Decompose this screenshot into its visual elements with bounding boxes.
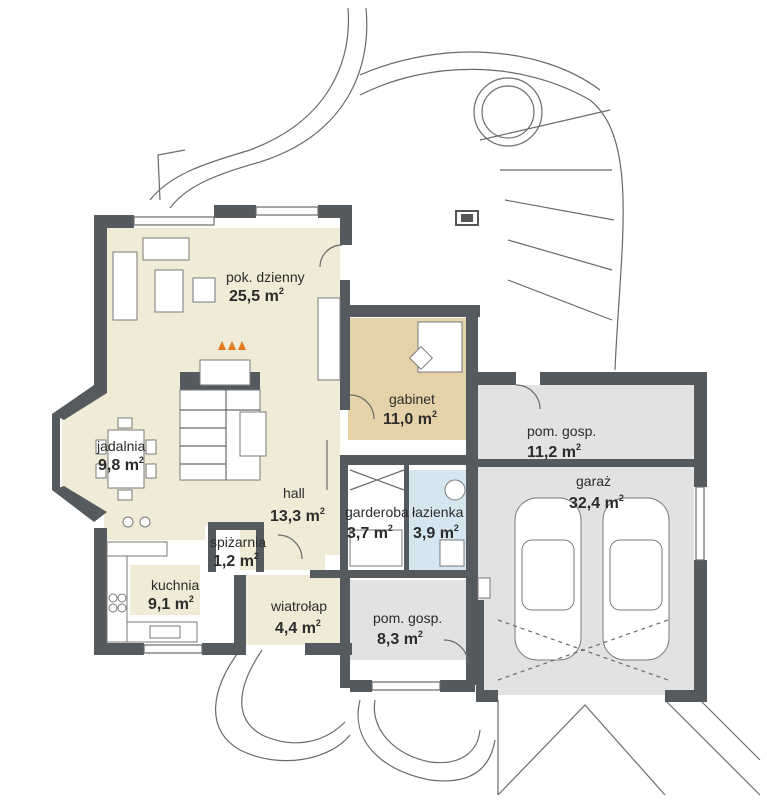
room-label-pom-gosp-small: pom. gosp. 8,3 m2: [373, 610, 442, 648]
furniture: [95, 237, 670, 681]
car-right-icon: [602, 497, 670, 661]
svg-text:25,5 m2: 25,5 m2: [229, 286, 284, 305]
room-label-hall: hall 13,3 m2: [270, 485, 325, 525]
svg-text:13,3 m2: 13,3 m2: [270, 506, 325, 525]
svg-text:32,4 m2: 32,4 m2: [569, 493, 624, 512]
svg-text:3,9 m2: 3,9 m2: [413, 523, 459, 542]
room-label-spizarnia: spiżarnia 1,2 m2: [210, 534, 266, 570]
svg-text:9,8 m2: 9,8 m2: [98, 455, 144, 474]
room-label-garaz: garaż 32,4 m2: [569, 473, 624, 512]
svg-text:11,0 m2: 11,0 m2: [383, 409, 437, 428]
car-left-icon: [514, 497, 582, 661]
svg-text:garaż: garaż: [576, 473, 611, 489]
room-label-jadalnia: jadalnia 9,8 m2: [96, 438, 145, 474]
windows: [133, 206, 705, 691]
room-labels: pok. dzienny 25,5 m2 jadalnia 9,8 m2 hal…: [96, 269, 624, 648]
svg-text:pom. gosp.: pom. gosp.: [527, 423, 596, 439]
svg-text:hall: hall: [283, 485, 305, 501]
terrace-outline: [149, 7, 761, 796]
svg-text:11,2 m2: 11,2 m2: [527, 442, 581, 461]
svg-text:9,1 m2: 9,1 m2: [148, 594, 194, 613]
svg-text:garderoba: garderoba: [345, 504, 409, 520]
doors: [277, 244, 541, 665]
svg-text:4,4 m2: 4,4 m2: [275, 618, 321, 637]
room-label-wiatrolap: wiatrołap 4,4 m2: [270, 598, 327, 637]
svg-text:wiatrołap: wiatrołap: [270, 598, 327, 614]
svg-text:łazienka: łazienka: [412, 504, 464, 520]
svg-text:pom. gosp.: pom. gosp.: [373, 610, 442, 626]
svg-text:3,7 m2: 3,7 m2: [347, 523, 393, 542]
room-label-pom-gosp-garage: pom. gosp. 11,2 m2: [527, 423, 596, 461]
svg-text:pok. dzienny: pok. dzienny: [226, 269, 305, 285]
room-label-kuchnia: kuchnia 9,1 m2: [148, 577, 199, 613]
room-label-lazienka: łazienka 3,9 m2: [412, 504, 464, 542]
svg-text:8,3 m2: 8,3 m2: [377, 629, 423, 648]
room-label-pokoj-dzienny: pok. dzienny 25,5 m2: [226, 269, 305, 305]
room-label-garderoba: garderoba 3,7 m2: [345, 504, 409, 542]
walls: [52, 205, 707, 702]
svg-text:jadalnia: jadalnia: [96, 438, 145, 454]
svg-text:1,2 m2: 1,2 m2: [213, 551, 259, 570]
room-label-gabinet: gabinet 11,0 m2: [383, 391, 437, 428]
svg-text:spiżarnia: spiżarnia: [210, 534, 266, 550]
svg-text:kuchnia: kuchnia: [151, 577, 199, 593]
svg-text:gabinet: gabinet: [389, 391, 435, 407]
